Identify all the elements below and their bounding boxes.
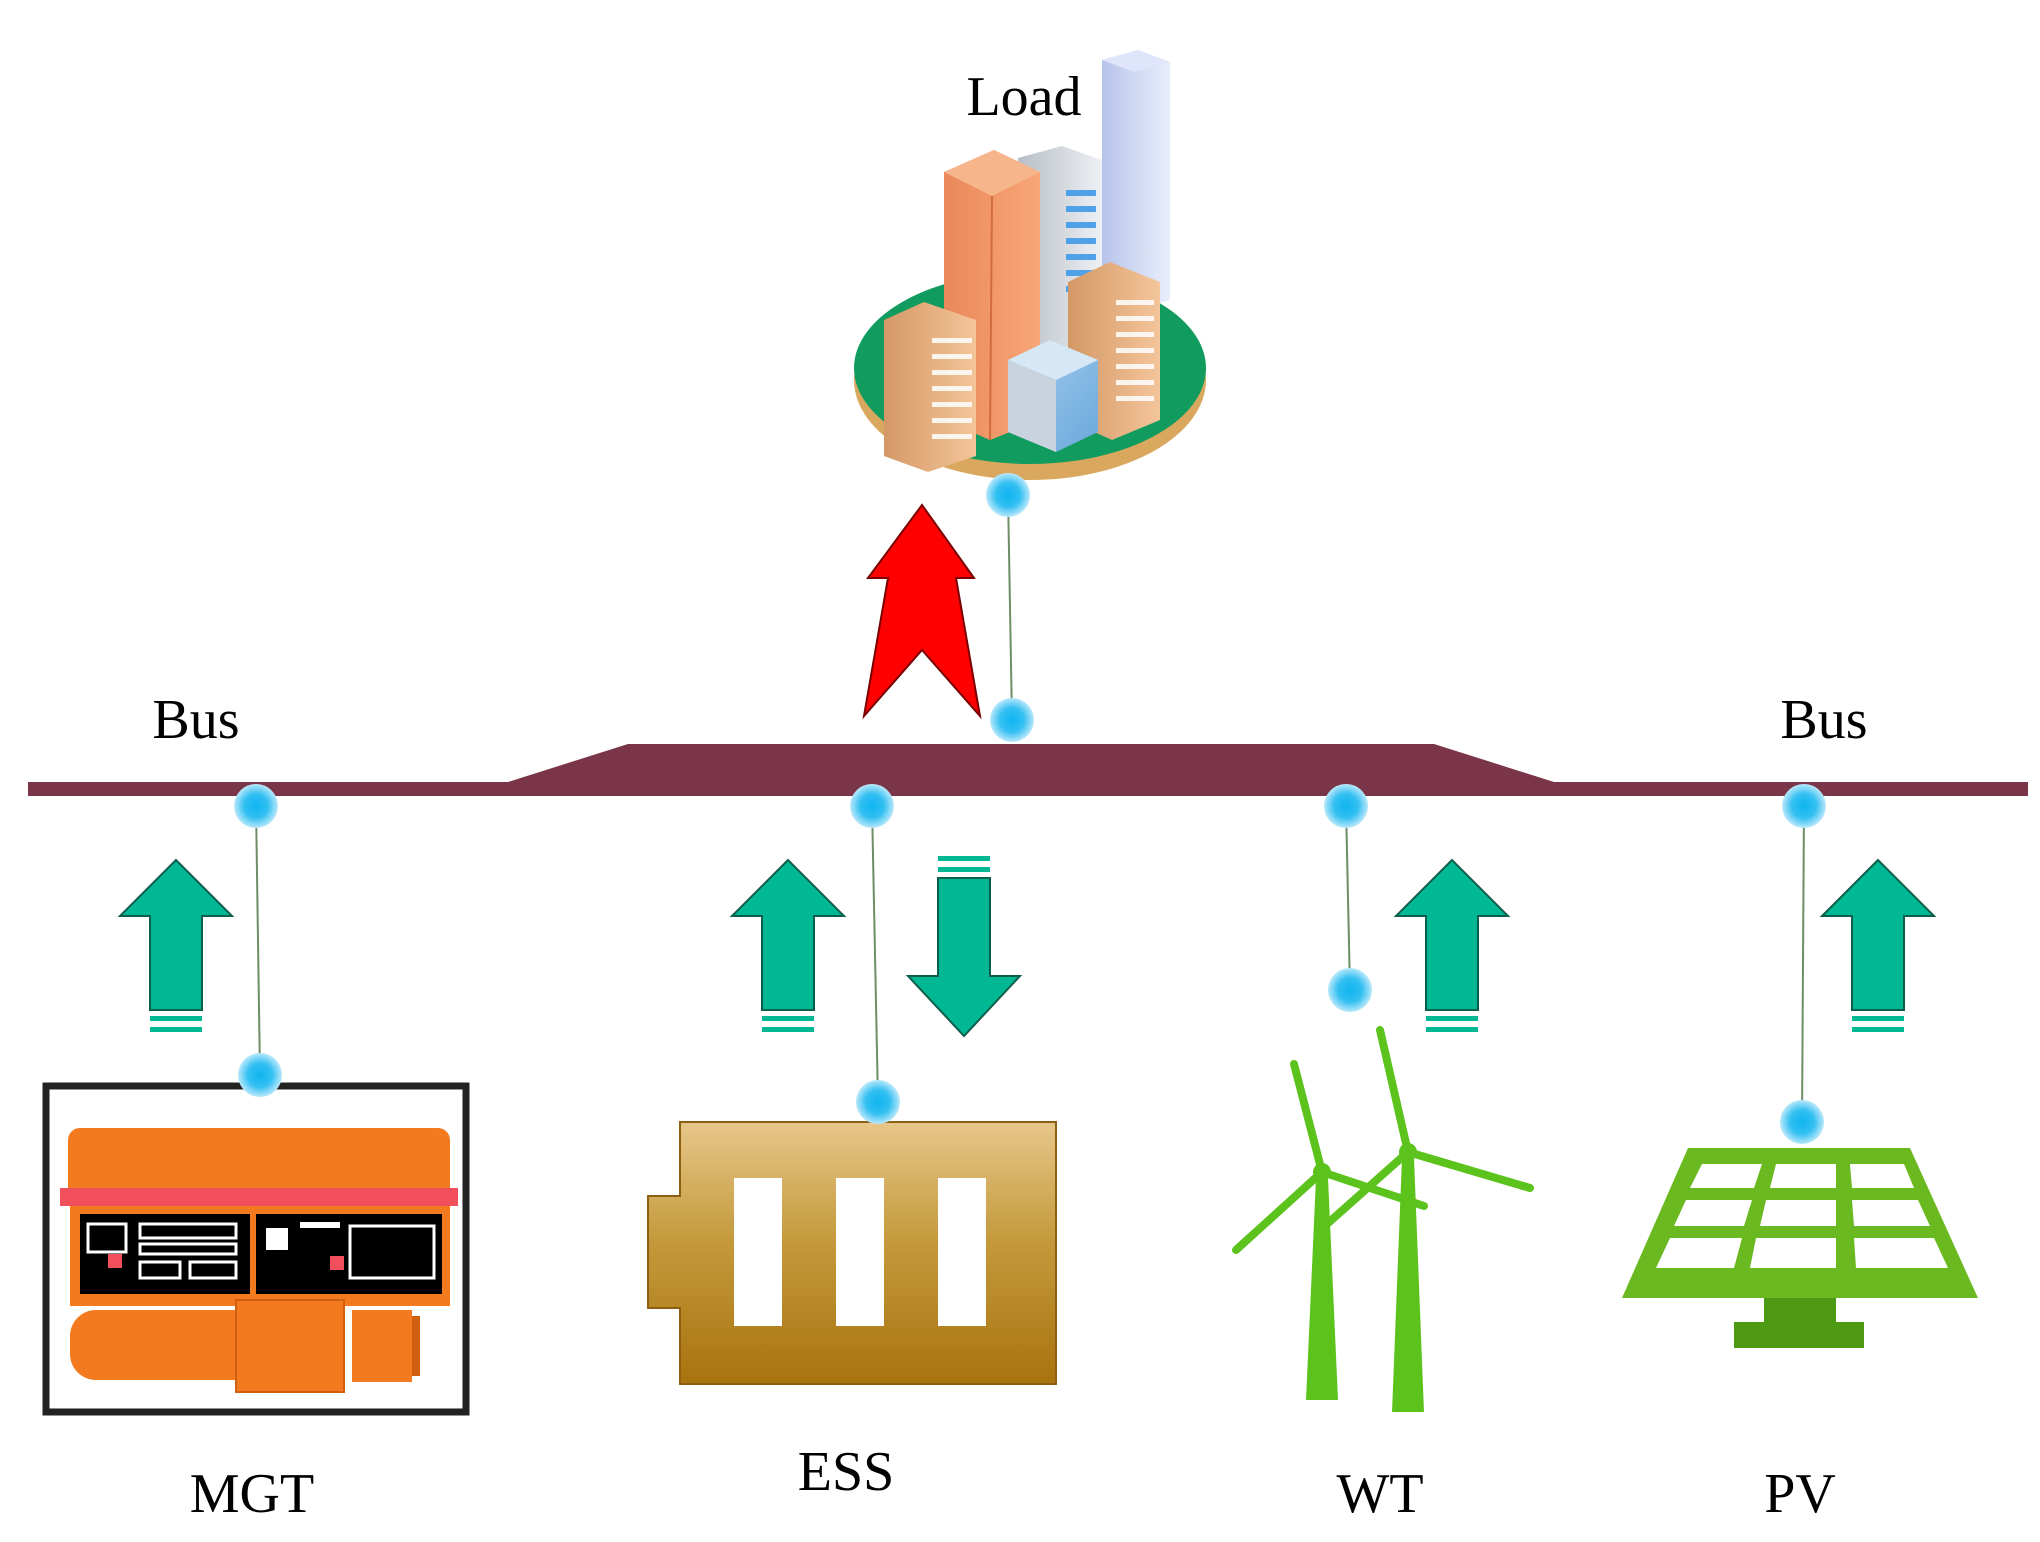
connector-line-pv bbox=[1801, 805, 1805, 1123]
ess-up-arrow-icon bbox=[729, 858, 847, 1032]
label-pv: PV bbox=[1764, 1463, 1836, 1525]
connector-node-load-bus bbox=[990, 698, 1034, 742]
connector-lines bbox=[255, 494, 1805, 1123]
connector-node-bus-mgt bbox=[234, 784, 278, 828]
label-load: Load bbox=[966, 66, 1081, 128]
label-bus-right: Bus bbox=[1780, 689, 1867, 751]
label-bus-left: Bus bbox=[152, 689, 239, 751]
connector-node-bus-wt bbox=[1324, 784, 1368, 828]
connector-node-mgt bbox=[238, 1053, 282, 1097]
pv-solar-panel-icon bbox=[1622, 1148, 1978, 1348]
mgt-up-arrow-icon bbox=[117, 858, 235, 1032]
connector-line-load bbox=[1007, 494, 1013, 721]
label-mgt: MGT bbox=[190, 1463, 314, 1525]
wt-up-arrow-icon bbox=[1393, 858, 1511, 1032]
connector-line-mgt bbox=[255, 805, 261, 1076]
label-ess: ESS bbox=[798, 1441, 895, 1503]
connector-line-wt bbox=[1345, 805, 1351, 991]
connector-nodes bbox=[234, 473, 1826, 1144]
connector-node-load-top bbox=[986, 473, 1030, 517]
ess-down-arrow-icon bbox=[905, 856, 1023, 1038]
connector-node-ess bbox=[856, 1080, 900, 1124]
connector-line-ess bbox=[871, 805, 879, 1103]
connector-node-bus-pv bbox=[1782, 784, 1826, 828]
ess-battery-icon bbox=[647, 1121, 1057, 1385]
connector-node-wt bbox=[1328, 968, 1372, 1012]
load-city-icon bbox=[854, 50, 1206, 480]
connector-node-bus-ess bbox=[850, 784, 894, 828]
connector-node-pv bbox=[1780, 1100, 1824, 1144]
label-wt: WT bbox=[1336, 1463, 1423, 1525]
pv-up-arrow-icon bbox=[1819, 858, 1937, 1032]
bus-line bbox=[28, 744, 2028, 796]
load-flow-arrow-icon bbox=[862, 503, 982, 720]
wt-wind-turbine-icon bbox=[1232, 1026, 1534, 1412]
mgt-generator-icon bbox=[42, 1082, 470, 1416]
